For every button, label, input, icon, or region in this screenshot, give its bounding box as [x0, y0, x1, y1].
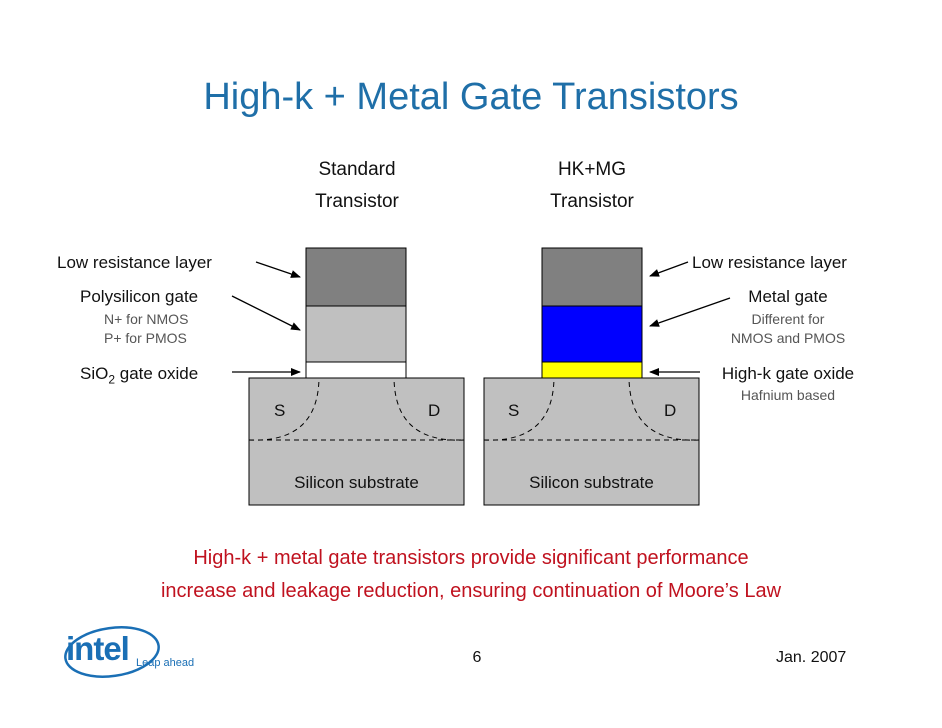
- standard-sio2-oxide: [305, 361, 407, 379]
- hkmg-gate-label: Metal gate: [748, 287, 828, 306]
- intel-logo: intel Leap ahead: [62, 622, 222, 692]
- hkmg-transistor-heading: HK+MG Transistor: [492, 154, 692, 218]
- arrow-hkmg-metal-gate: [649, 297, 731, 327]
- standard-oxide-label: SiO2 gate oxide: [80, 364, 198, 386]
- standard-source-junction: [248, 377, 320, 441]
- hkmg-heading-line2: Transistor: [550, 191, 634, 212]
- standard-low-resistance-label: Low resistance layer: [57, 253, 212, 272]
- standard-substrate: [248, 377, 465, 506]
- hkmg-drain-label: D: [664, 401, 677, 420]
- logo-brand: intel: [66, 630, 130, 667]
- logo-tagline: Leap ahead: [136, 657, 195, 669]
- hkmg-substrate-label: Silicon substrate: [529, 473, 654, 492]
- hkmg-drain-junction: [628, 377, 700, 441]
- standard-gate-label: Polysilicon gate: [80, 287, 199, 306]
- conclusion-line2: increase and leakage reduction, ensuring…: [160, 580, 782, 602]
- arrow-hkmg-low-resistance: [649, 261, 689, 277]
- arrow-standard-low-resistance: [255, 261, 301, 278]
- standard-gate-note-line1: N+ for NMOS: [104, 311, 189, 327]
- hkmg-source-label: S: [508, 401, 520, 420]
- oxide-label-suffix: gate oxide: [115, 364, 199, 383]
- arrow-standard-poly-gate: [231, 295, 301, 331]
- standard-gate-note-line2: P+ for PMOS: [104, 330, 187, 346]
- slide-title: High-k + Metal Gate Transistors: [203, 76, 739, 118]
- standard-drain-label: D: [428, 401, 441, 420]
- standard-source-label: S: [274, 401, 286, 420]
- intel-logo-graphic: [64, 626, 160, 678]
- hkmg-metal-gate: [541, 305, 643, 363]
- hkmg-substrate: [483, 377, 700, 506]
- oxide-label-subscript: 2: [108, 372, 116, 387]
- hkmg-heading-line1: HK+MG: [557, 159, 627, 180]
- oxide-label-prefix: SiO: [80, 364, 109, 383]
- hkmg-oxide-note: Hafnium based: [740, 387, 836, 403]
- standard-polysilicon-gate: [305, 305, 407, 363]
- hkmg-low-resistance-layer: [541, 247, 643, 307]
- standard-heading-line2: Transistor: [315, 191, 399, 212]
- hkmg-source-junction: [483, 377, 555, 441]
- hkmg-low-resistance-label: Low resistance layer: [692, 253, 847, 272]
- page-number: 6: [472, 649, 482, 666]
- hkmg-gate-note-line1: Different for: [751, 311, 825, 327]
- standard-transistor-heading: Standard Transistor: [257, 154, 457, 218]
- standard-heading-line1: Standard: [318, 159, 396, 180]
- slide-date: Jan. 2007: [776, 649, 847, 666]
- hkmg-gate-note-line2: NMOS and PMOS: [730, 330, 846, 346]
- conclusion-line1: High-k + metal gate transistors provide …: [193, 547, 749, 569]
- standard-drain-junction: [393, 377, 465, 441]
- standard-low-resistance-layer: [305, 247, 407, 307]
- logo-swoosh: [64, 626, 160, 678]
- standard-substrate-label: Silicon substrate: [294, 473, 419, 492]
- hkmg-high-k-oxide: [541, 361, 643, 379]
- hkmg-oxide-label: High-k gate oxide: [721, 364, 855, 383]
